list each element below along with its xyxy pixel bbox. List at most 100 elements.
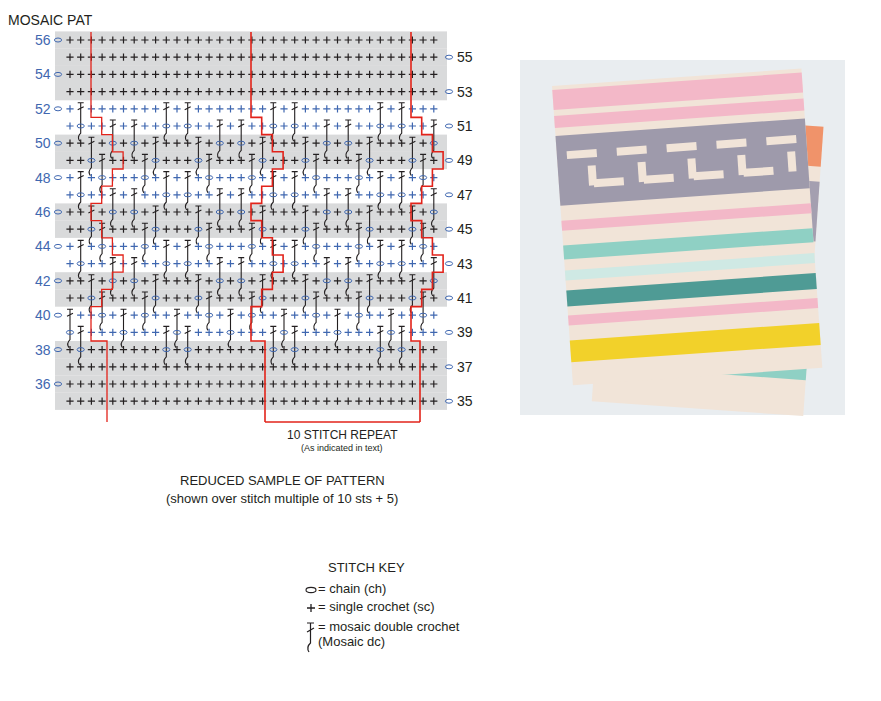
chain-symbol <box>184 348 191 352</box>
sc-symbol <box>366 363 373 370</box>
sc-symbol <box>206 380 213 387</box>
repeat-line <box>91 32 123 422</box>
chain-symbol <box>99 176 106 180</box>
sc-symbol <box>420 329 427 336</box>
sc-symbol <box>430 329 437 336</box>
sc-symbol <box>398 294 405 301</box>
sc-symbol <box>291 312 298 319</box>
sc-symbol <box>77 380 84 387</box>
key-symbols <box>306 587 316 652</box>
sc-symbol <box>173 105 180 112</box>
turning-chain <box>54 382 61 386</box>
chain-symbol <box>184 193 191 197</box>
sc-symbol <box>248 88 255 95</box>
sc-symbol <box>377 294 384 301</box>
sc-symbol <box>323 105 330 112</box>
sc-symbol <box>216 243 223 250</box>
sc-symbol <box>270 208 277 215</box>
sc-symbol <box>334 36 341 43</box>
row-band <box>55 393 447 410</box>
sc-symbol <box>280 105 287 112</box>
sc-symbol <box>345 157 352 164</box>
sc-symbol <box>387 208 394 215</box>
mosaic-dc-symbol <box>163 326 169 364</box>
sc-symbol <box>366 88 373 95</box>
sc-symbol <box>377 71 384 78</box>
mosaic-dc-symbol <box>131 120 137 158</box>
sc-symbol <box>66 294 73 301</box>
sc-symbol <box>334 260 341 267</box>
turning-chain <box>445 365 452 369</box>
chain-symbol <box>409 227 416 231</box>
chain-symbol <box>323 210 330 214</box>
sc-symbol <box>409 398 416 405</box>
row-number: 53 <box>457 84 473 100</box>
sc-symbol <box>131 54 138 61</box>
sc-symbol <box>270 226 277 233</box>
chain-symbol <box>345 141 352 145</box>
sc-symbol <box>195 36 202 43</box>
sc-symbol <box>120 88 127 95</box>
turning-chain <box>445 262 452 266</box>
sc-symbol <box>120 191 127 198</box>
mosaic-dc-symbol <box>185 172 191 210</box>
sc-symbol <box>323 243 330 250</box>
sc-symbol <box>173 346 180 353</box>
sc-symbol <box>398 157 405 164</box>
mosaic-dc-symbol <box>249 223 255 261</box>
sc-symbol <box>152 105 159 112</box>
sc-symbol <box>420 54 427 61</box>
sc-symbol <box>302 54 309 61</box>
mosaic-dc-symbol <box>163 103 169 141</box>
sc-symbol <box>313 277 320 284</box>
sc-symbol <box>398 398 405 405</box>
sc-symbol <box>420 208 427 215</box>
sc-symbol <box>430 226 437 233</box>
sc-symbol <box>430 380 437 387</box>
chain-symbol <box>77 124 84 128</box>
sc-symbol <box>173 71 180 78</box>
sc-symbol <box>280 363 287 370</box>
sc-symbol <box>66 157 73 164</box>
sc-symbol <box>195 191 202 198</box>
sc-symbol <box>366 105 373 112</box>
sc-symbol <box>291 363 298 370</box>
sc-symbol <box>173 398 180 405</box>
sc-symbol <box>323 294 330 301</box>
sc-symbol <box>409 105 416 112</box>
sc-symbol <box>77 363 84 370</box>
sc-symbol <box>259 71 266 78</box>
sc-symbol <box>259 105 266 112</box>
sc-symbol <box>163 312 170 319</box>
sc-symbol <box>430 105 437 112</box>
sc-symbol <box>430 54 437 61</box>
sc-symbol <box>355 329 362 336</box>
mosaic-dc-symbol <box>377 326 383 364</box>
chain-symbol <box>227 330 234 334</box>
chain-symbol <box>377 124 384 128</box>
sc-symbol <box>302 36 309 43</box>
sc-symbol <box>120 174 127 181</box>
sc-symbol <box>173 54 180 61</box>
sc-symbol <box>206 36 213 43</box>
sc-symbol <box>334 88 341 95</box>
sc-symbol <box>88 380 95 387</box>
chain-symbol <box>206 176 213 180</box>
sc-symbol <box>420 36 427 43</box>
sc-symbol <box>280 88 287 95</box>
mosaic-dc-symbol <box>270 240 276 278</box>
sc-symbol <box>302 312 309 319</box>
sc-symbol <box>109 363 116 370</box>
sc-symbol <box>195 346 202 353</box>
row-number: 51 <box>457 118 473 134</box>
sc-symbol <box>259 329 266 336</box>
chain-symbol <box>131 279 138 283</box>
mosaic-dc-symbol <box>307 623 314 652</box>
sc-symbol <box>430 346 437 353</box>
sc-symbol <box>291 36 298 43</box>
chain-symbol <box>195 158 202 162</box>
chain-symbol <box>131 210 138 214</box>
row-number: 42 <box>35 273 51 289</box>
mosaic-dc-symbol <box>163 172 169 210</box>
row-band <box>55 272 447 289</box>
